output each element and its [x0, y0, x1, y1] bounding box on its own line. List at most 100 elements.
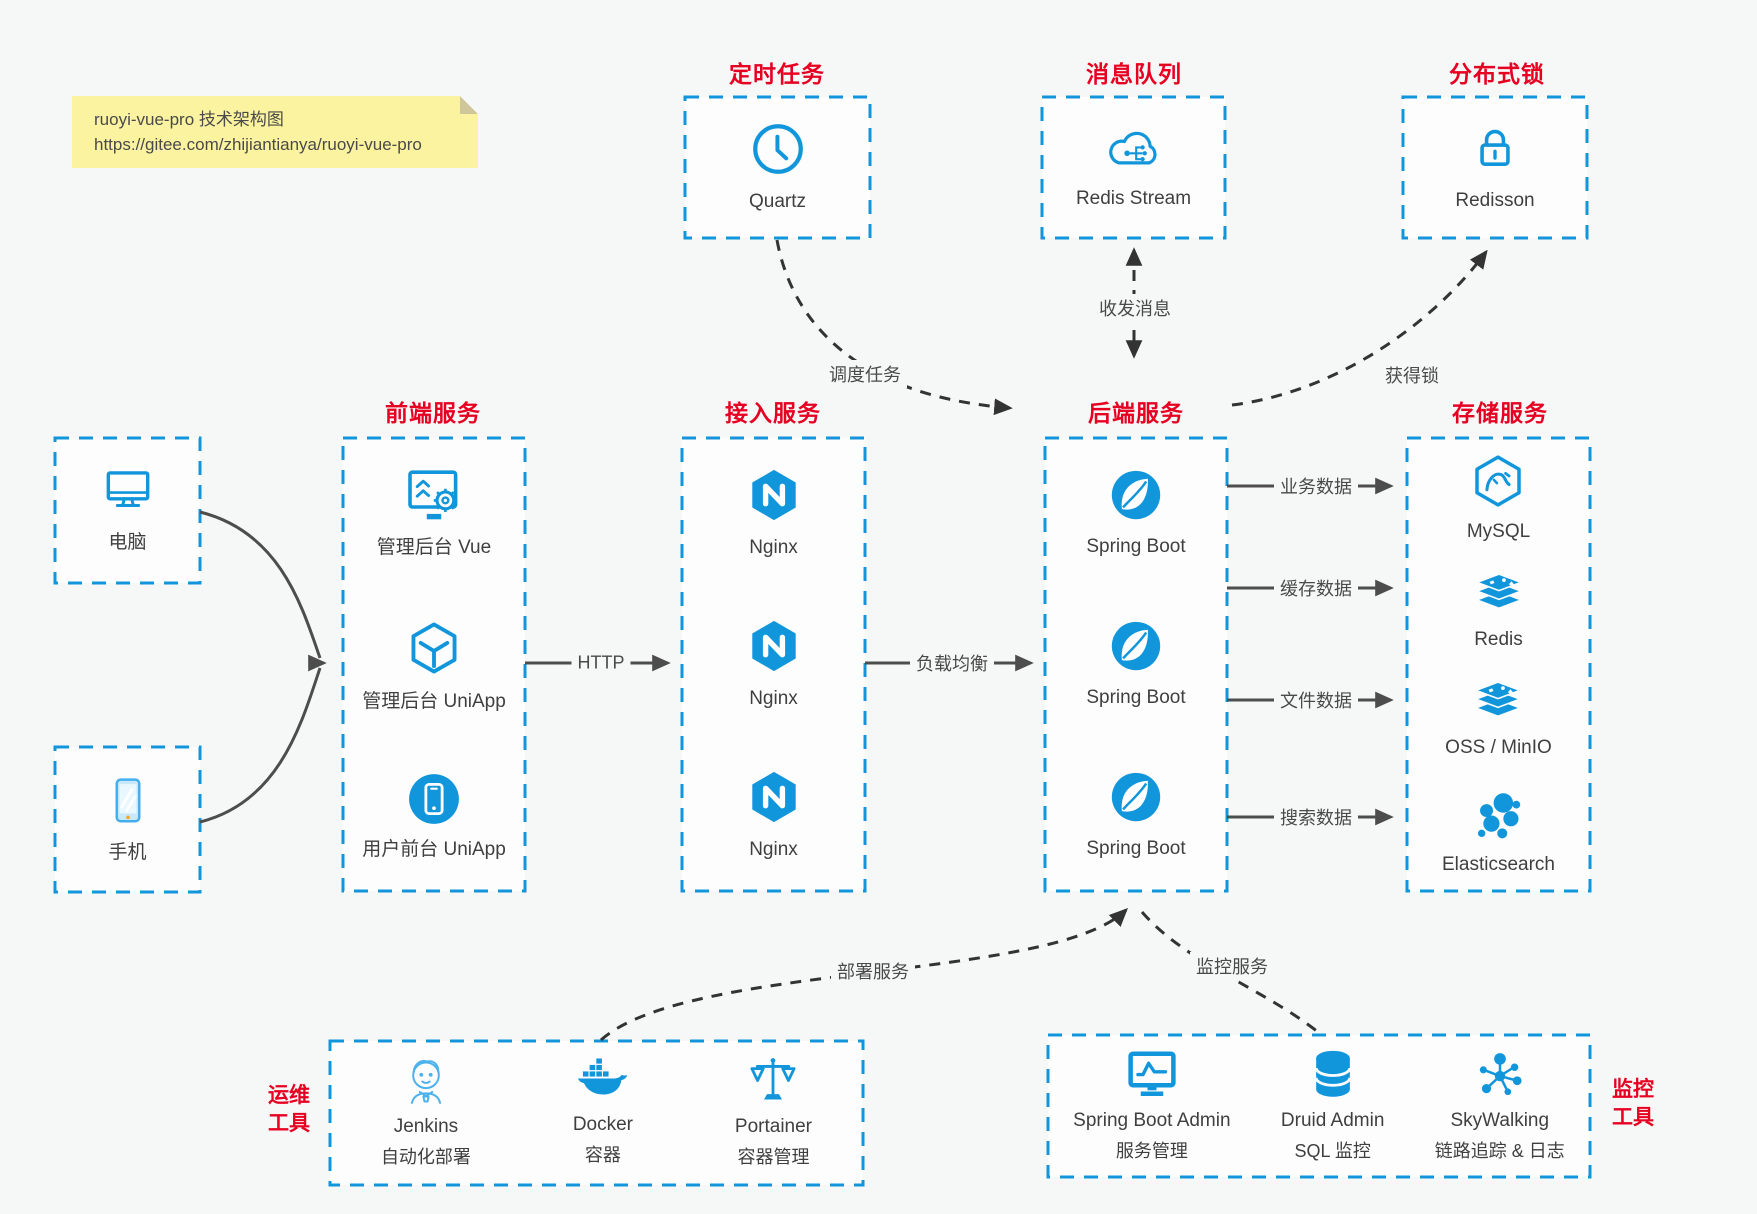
node-label: Spring Boot [1086, 687, 1186, 709]
node-label: 用户前台 UniApp [362, 838, 506, 860]
mysql-icon [1470, 453, 1526, 514]
monitor-tools-box: Spring Boot Admin 服务管理 Druid Admin SQL 监… [1048, 1035, 1590, 1177]
node-label: Redisson [1455, 190, 1535, 212]
topology-icon [1474, 1049, 1526, 1104]
mobile-icon [105, 774, 151, 833]
node-spring-boot-1: Spring Boot [1086, 468, 1186, 559]
spring-boot-icon [1109, 770, 1163, 829]
edge-label-schedule: 调度任务 [823, 360, 907, 388]
title-monitor-tools: 监控 工具 [1612, 1078, 1654, 1129]
title-scheduled-tasks: 定时任务 [729, 61, 825, 87]
edge-label-file-data: 文件数据 [1274, 686, 1358, 714]
node-label: 电脑 [108, 532, 147, 554]
docker-whale-icon [574, 1055, 632, 1108]
node-label: Nginx [749, 688, 798, 710]
edge-label-monitor: 监控服务 [1190, 952, 1274, 980]
ops-tools-box: Jenkins 自动化部署 Docker [330, 1041, 863, 1185]
edge-label-cache-data: 缓存数据 [1274, 574, 1358, 602]
title-backend-services: 后端服务 [1088, 400, 1184, 426]
node-portainer: Portainer 容器管理 [735, 1055, 812, 1168]
spring-boot-icon [1109, 468, 1163, 527]
node-user-uniapp: 用户前台 UniApp [362, 773, 506, 862]
note-url: https://gitee.com/zhijiantianya/ruoyi-vu… [94, 135, 422, 154]
node-label: Spring Boot Admin [1073, 1110, 1231, 1131]
node-label: Druid Admin [1280, 1110, 1385, 1131]
user-app-icon [408, 773, 460, 830]
node-label: Nginx [749, 839, 798, 861]
edge-label-http: HTTP [571, 651, 631, 675]
node-nginx-2: Nginx [746, 618, 802, 711]
sticky-note: ruoyi-vue-pro 技术架构图 https://gitee.com/zh… [72, 96, 478, 168]
spring-boot-icon [1109, 619, 1163, 678]
title-distributed-lock: 分布式锁 [1449, 61, 1545, 87]
node-label: Docker [572, 1114, 634, 1135]
clock-icon [750, 121, 806, 182]
edge-phone-to-frontend [199, 667, 322, 824]
title-message-queue: 消息队列 [1086, 61, 1182, 87]
edge-acquire-lock-line [1231, 249, 1488, 407]
lock-icon [1468, 122, 1522, 181]
edge-pc-to-frontend [199, 510, 322, 659]
node-label: Portainer [734, 1116, 813, 1137]
node-label: MySQL [1466, 520, 1531, 542]
desktop-icon [101, 466, 155, 523]
node-label: Spring Boot [1086, 838, 1186, 860]
node-skywalking: SkyWalking 链路追踪 & 日志 [1435, 1049, 1565, 1162]
node-redis: Redis [1472, 573, 1526, 652]
node-oss-minio: OSS / MinIO [1445, 681, 1552, 760]
edge-label-business-data: 业务数据 [1274, 472, 1358, 500]
scales-icon [747, 1055, 799, 1110]
elasticsearch-icon [1473, 790, 1525, 847]
node-label: Spring Boot [1086, 536, 1186, 558]
frontend-services-box: 管理后台 Vue 管理后台 UniApp [343, 438, 525, 891]
note-title: ruoyi-vue-pro 技术架构图 [94, 110, 284, 129]
node-label: OSS / MinIO [1445, 737, 1552, 759]
node-desc: 自动化部署 [380, 1146, 471, 1167]
node-label: 管理后台 UniApp [362, 691, 506, 713]
nginx-icon [746, 769, 802, 830]
nginx-icon [746, 618, 802, 679]
node-pc: 电脑 [55, 438, 200, 583]
title-storage-services: 存储服务 [1452, 400, 1548, 426]
node-label: SkyWalking [1450, 1110, 1550, 1131]
node-label: Quartz [748, 191, 807, 213]
node-label: Jenkins [393, 1116, 459, 1137]
node-quartz: Quartz [685, 97, 870, 238]
jenkins-icon [401, 1055, 451, 1110]
node-nginx-1: Nginx [746, 467, 802, 560]
admin-vue-icon [404, 467, 464, 528]
node-spring-boot-3: Spring Boot [1086, 770, 1186, 861]
edge-label-deploy: 部署服务 [831, 957, 915, 985]
storage-stack-icon [1471, 681, 1525, 730]
node-mysql: MySQL [1467, 453, 1530, 544]
node-redisson: Redisson [1403, 97, 1587, 238]
node-desc: 容器 [584, 1144, 621, 1165]
title-frontend-services: 前端服务 [385, 400, 481, 426]
node-label: Redis Stream [1075, 188, 1192, 210]
node-mobile: 手机 [55, 747, 200, 892]
title-gateway-services: 接入服务 [725, 400, 821, 426]
node-redis-stream: Redis Stream [1042, 97, 1225, 238]
node-spring-boot-2: Spring Boot [1086, 619, 1186, 710]
backend-services-box: Spring Boot Spring Boot [1045, 438, 1227, 891]
redis-stack-icon [1472, 573, 1526, 622]
pc-box-outline [53, 436, 202, 585]
nginx-icon [746, 467, 802, 528]
title-ops-tools: 运维 工具 [268, 1084, 310, 1135]
redisson-box-outline [1401, 95, 1589, 240]
storage-services-box: MySQL Redis [1407, 438, 1590, 891]
node-jenkins: Jenkins 自动化部署 [381, 1055, 471, 1168]
node-desc: SQL 监控 [1294, 1140, 1371, 1161]
node-label: Nginx [749, 537, 798, 559]
uniapp-cube-icon [405, 619, 463, 682]
node-admin-uniapp: 管理后台 UniApp [362, 619, 506, 714]
quartz-box-outline [683, 95, 872, 240]
node-label: Redis [1474, 629, 1523, 650]
node-admin-vue: 管理后台 Vue [377, 467, 491, 560]
node-label: 手机 [108, 842, 147, 864]
edge-schedule-line [775, 239, 1013, 416]
gateway-services-box: Nginx Nginx Nginx [682, 438, 865, 891]
node-spring-boot-admin: Spring Boot Admin 服务管理 [1073, 1049, 1231, 1162]
